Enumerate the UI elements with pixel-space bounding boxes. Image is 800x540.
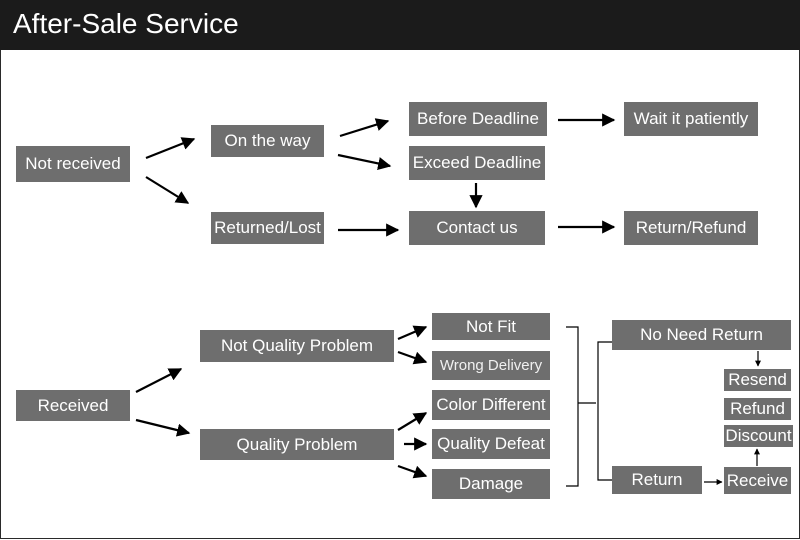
node-resend: Resend [724,369,791,391]
arrow-on-the-way-to-before-deadline [339,118,390,138]
node-receive: Receive [724,467,791,494]
node-discount: Discount [724,425,793,447]
node-before-deadline: Before Deadline [409,102,547,136]
node-contact-us: Contact us [409,211,545,245]
node-return-refund: Return/Refund [624,211,758,245]
node-quality-defeat: Quality Defeat [432,429,550,459]
node-refund: Refund [724,398,791,420]
bracket-left [566,326,579,487]
node-returned-lost: Returned/Lost [211,212,324,244]
arrow-quality-to-color-different [397,412,428,431]
node-not-quality-problem: Not Quality Problem [200,330,394,362]
node-on-the-way: On the way [211,125,324,157]
arrow-on-the-way-to-exceed-deadline [337,153,392,170]
node-not-fit: Not Fit [432,313,550,340]
arrow-not-quality-to-not-fit [397,325,428,341]
arrow-quality-to-damage [397,464,428,479]
arrow-not-quality-to-wrong-delivery [397,350,428,365]
node-no-need-return: No Need Return [612,320,791,350]
arrow-received-to-quality [135,418,191,437]
node-return: Return [612,466,702,494]
bracket-right [597,341,612,481]
node-quality-problem: Quality Problem [200,429,394,460]
node-not-received: Not received [16,146,130,182]
arrow-not-received-to-on-the-way [145,137,196,160]
page-title: After-Sale Service [13,8,239,39]
node-received: Received [16,390,130,421]
arrow-received-to-not-quality [135,368,183,393]
node-exceed-deadline: Exceed Deadline [409,146,545,180]
arrow-not-received-to-returned-lost [145,176,190,204]
node-wrong-delivery: Wrong Delivery [432,351,550,380]
node-wait-patiently: Wait it patiently [624,102,758,136]
node-color-different: Color Different [432,390,550,420]
header-bar: After-Sale Service [0,0,800,50]
node-damage: Damage [432,469,550,499]
